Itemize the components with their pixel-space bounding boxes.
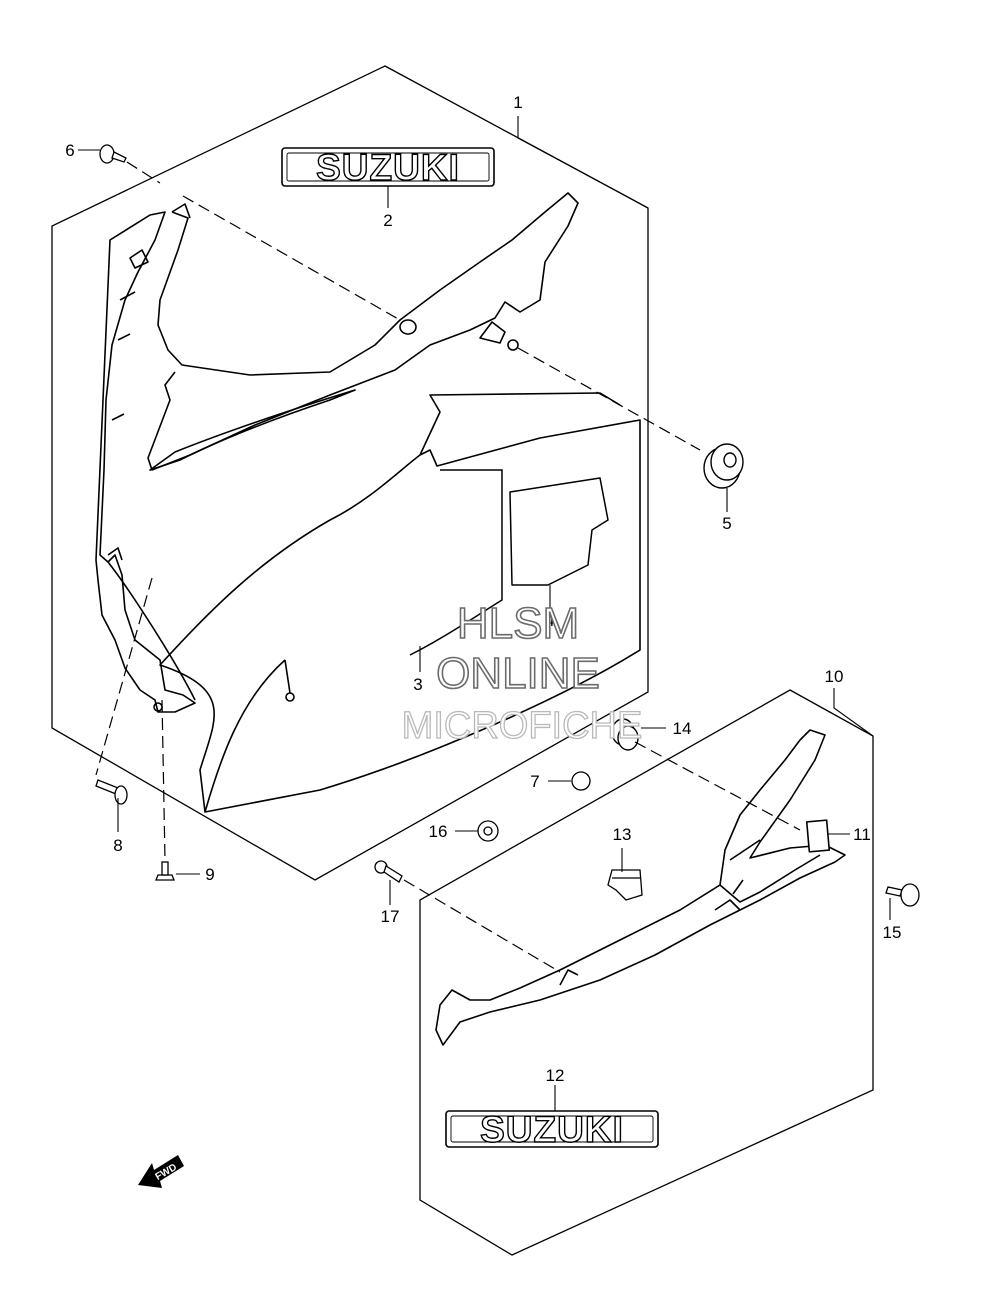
watermark-line-2: ONLINE <box>436 649 600 698</box>
callout-17: 17 <box>381 907 400 926</box>
callout-10: 10 <box>825 667 844 686</box>
callout-11: 11 <box>853 825 871 844</box>
grommet-part-14 <box>611 718 639 751</box>
bolt-part-6 <box>99 144 127 164</box>
lower-fairing-part-10 <box>435 729 846 1046</box>
suzuki-emblem-upper: SUZUKI <box>281 146 495 189</box>
screw-part-8 <box>95 779 128 805</box>
bolt-part-15 <box>885 883 920 907</box>
clip-part-9 <box>155 861 175 881</box>
callout-1: 1 <box>513 93 522 112</box>
callout-8: 8 <box>113 836 122 855</box>
callout-12: 12 <box>546 1066 565 1085</box>
callout-3: 3 <box>413 675 422 694</box>
callout-9: 9 <box>205 865 214 884</box>
emblem-lower-text: SUZUKI <box>480 1109 624 1150</box>
emblem-upper-text: SUZUKI <box>316 147 460 188</box>
clip-part-13 <box>607 869 643 901</box>
callout-2: 2 <box>383 211 392 230</box>
fwd-arrow-icon: FWD <box>138 1155 184 1188</box>
callout-13: 13 <box>613 825 632 844</box>
screw-part-17 <box>374 860 403 883</box>
inner-panel-part-4 <box>509 477 609 586</box>
upper-group-boundary <box>51 65 649 881</box>
inner-panel-part-3-outline <box>409 469 503 656</box>
nut-part-7 <box>571 771 591 791</box>
callout-16: 16 <box>429 822 448 841</box>
nut-part-16 <box>477 820 499 842</box>
callout-15: 15 <box>883 923 902 942</box>
leader-lines <box>78 116 891 1111</box>
callout-4: 4 <box>545 611 554 630</box>
watermark: HLSM ONLINE MICROFICHE <box>401 598 643 747</box>
suzuki-emblem-lower: SUZUKI <box>445 1108 659 1151</box>
watermark-line-1: HLSM <box>457 599 579 648</box>
fwd-arrow-label: FWD <box>154 1162 179 1183</box>
assembly-dashed-lines <box>95 161 801 973</box>
watermark-line-3: MICROFICHE <box>402 705 643 747</box>
callout-7: 7 <box>530 772 539 791</box>
upper-cowling-part-1 <box>95 192 641 813</box>
callout-6: 6 <box>65 141 74 160</box>
callout-5: 5 <box>722 514 731 533</box>
grommet-part-5 <box>703 443 744 489</box>
callout-14: 14 <box>673 719 692 738</box>
